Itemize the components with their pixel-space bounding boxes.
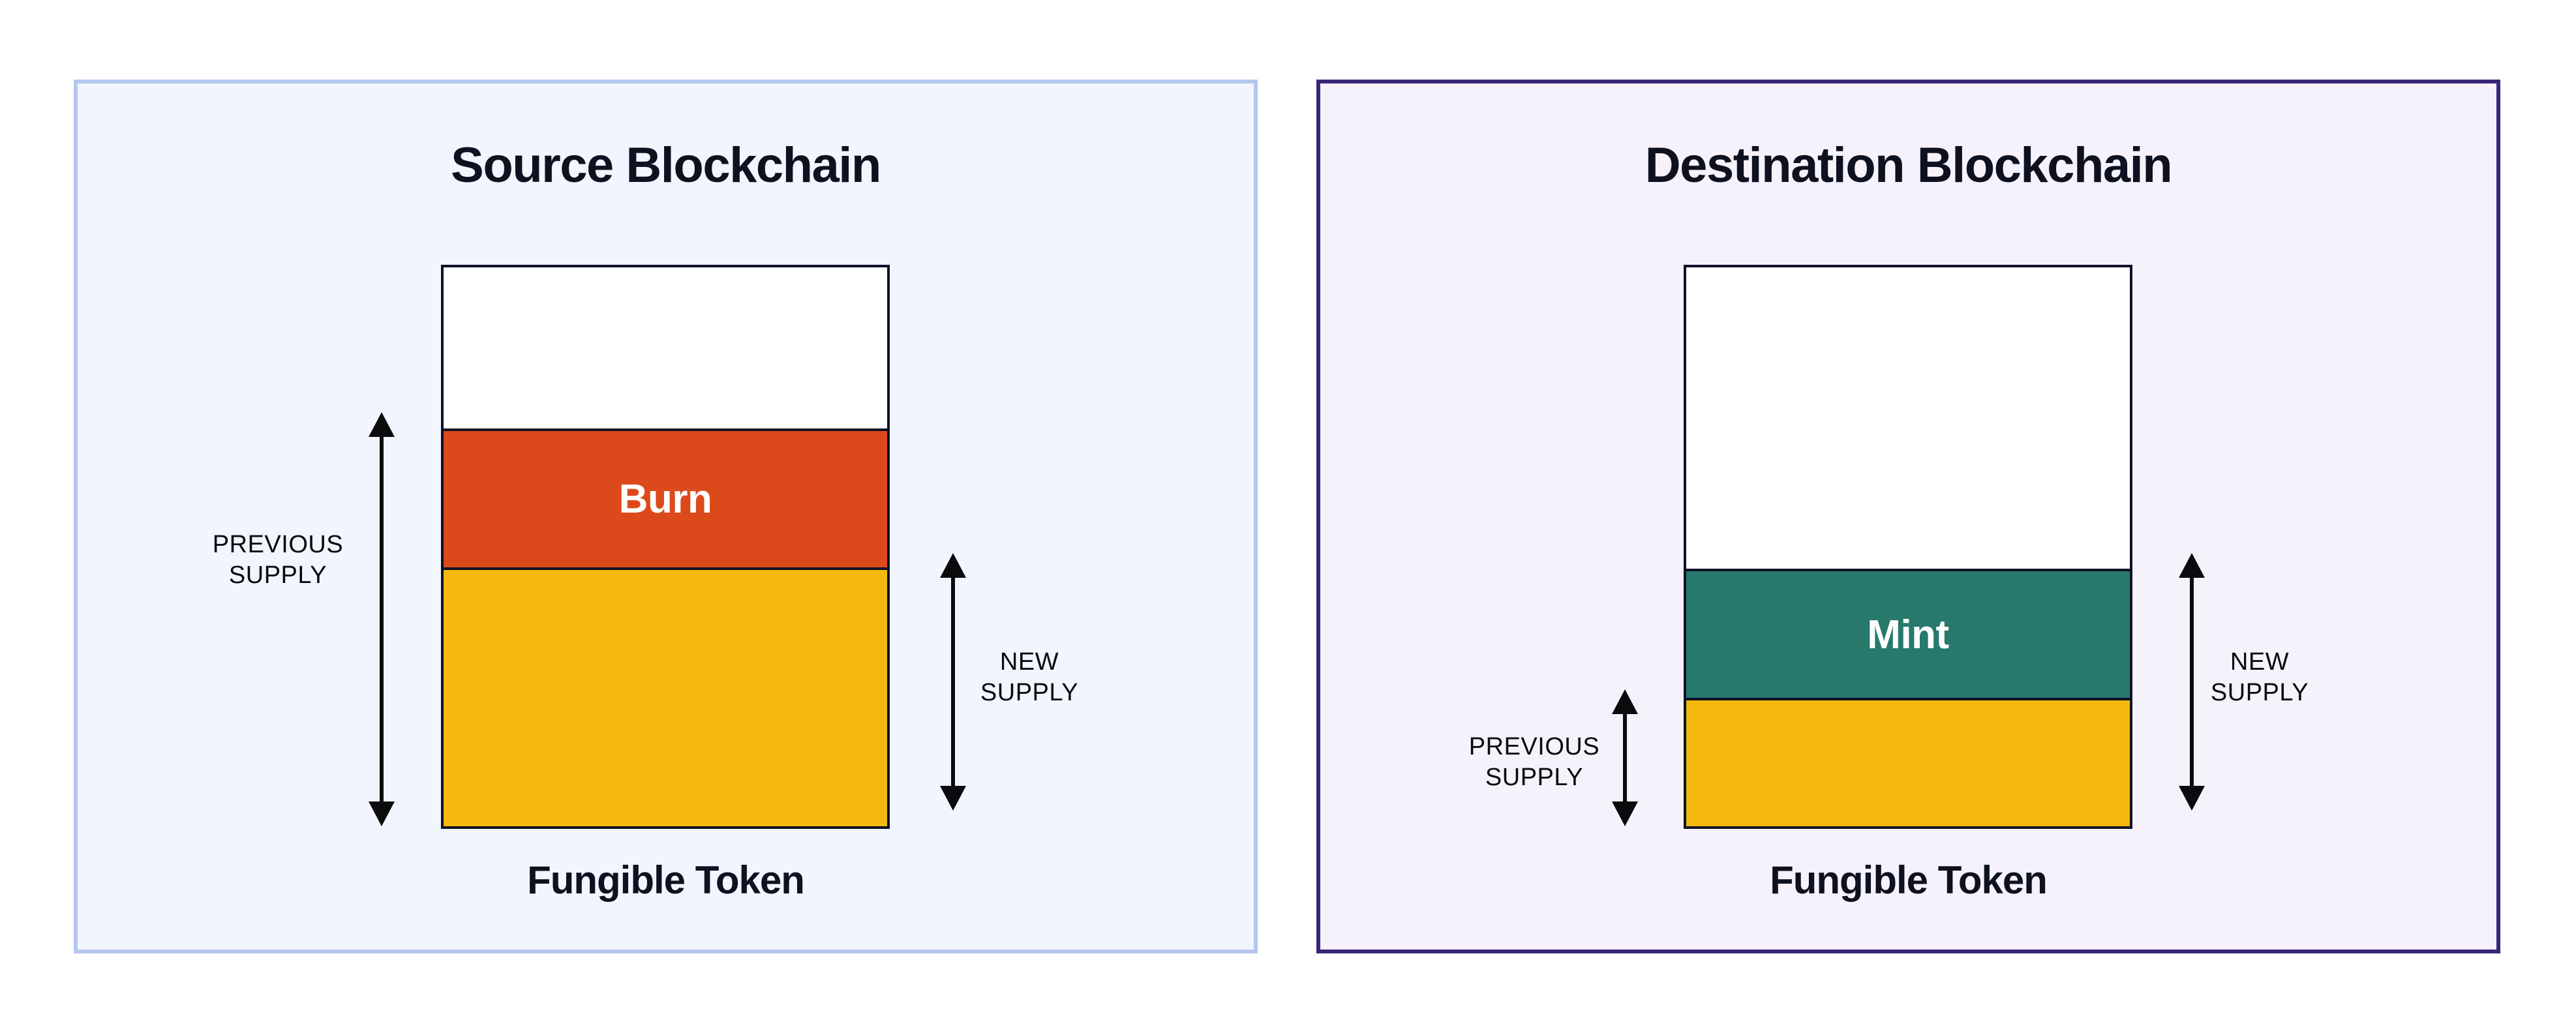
destination-blockchain-panel: Destination Blockchain Mint PREVIOUS SUP… [1316,80,2500,953]
source-segment-supply [444,567,887,826]
source-panel-title: Source Blockchain [451,138,881,193]
destination-segment-mint: Mint [1686,569,2130,698]
arrowhead-down-icon [2179,786,2205,811]
source-new-supply-arrow [940,553,966,811]
source-new-supply-label: NEW SUPPLY [980,648,1079,706]
source-blockchain-panel: Source Blockchain Burn PREVIOUS SUPPLY N… [74,80,1258,953]
destination-token-supply-bar: Mint [1684,265,2132,829]
destination-segment-headroom [1686,267,2130,569]
source-previous-supply-arrow [369,412,395,826]
destination-segment-supply [1686,698,2130,826]
source-previous-supply-label: PREVIOUS SUPPLY [212,531,344,589]
arrow-shaft [1623,710,1627,805]
destination-new-supply-arrow [2179,553,2205,811]
burn-label: Burn [618,477,712,522]
mint-label: Mint [1867,612,1949,657]
arrow-shaft [380,433,384,805]
destination-token-caption: Fungible Token [1770,858,2048,902]
source-token-caption: Fungible Token [527,858,805,902]
arrowhead-up-icon [940,553,966,578]
arrowhead-down-icon [1612,801,1638,826]
destination-previous-supply-arrow [1612,689,1638,826]
arrowhead-up-icon [2179,553,2205,578]
destination-previous-supply-label: PREVIOUS SUPPLY [1468,733,1600,791]
arrow-shaft [2190,574,2194,790]
arrow-shaft [951,574,955,790]
arrowhead-up-icon [1612,689,1638,714]
destination-new-supply-label: NEW SUPPLY [2210,648,2309,706]
destination-panel-title: Destination Blockchain [1644,138,2173,193]
source-token-supply-bar: Burn [441,265,890,829]
arrowhead-up-icon [369,412,395,437]
arrowhead-down-icon [369,801,395,826]
arrowhead-down-icon [940,786,966,811]
source-segment-burn: Burn [444,428,887,567]
source-segment-headroom [444,267,887,428]
